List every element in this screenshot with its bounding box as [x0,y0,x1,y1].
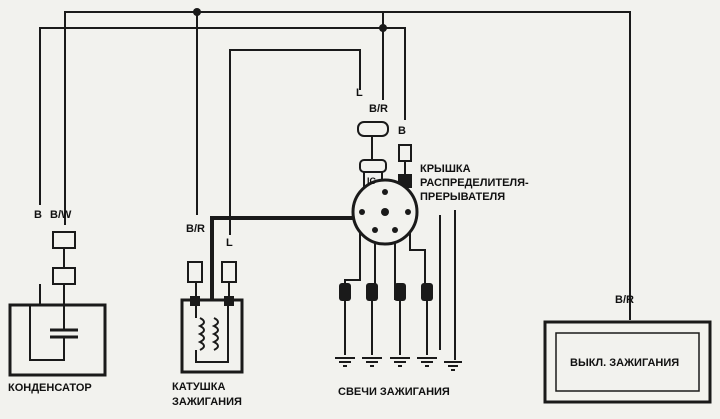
coil-box [180,298,244,374]
switch-label: ВЫКЛ. ЗАЖИГАНИЯ [570,357,679,369]
cap-terminal [359,209,365,215]
coil-label-line2: ЗАЖИГАНИЯ [172,396,242,408]
ground-symbol [417,357,437,367]
coil-terminal [190,296,200,306]
wire-ignition-feed [64,11,631,320]
coil-terminal [224,296,234,306]
condenser-connector-top [52,231,76,249]
coil-connector-l [221,261,237,283]
wire-label-dist-br: B/R [369,103,388,115]
cap-terminal [405,209,411,215]
condenser-connector-bottom [52,267,76,285]
condenser-return [29,305,65,361]
cap-terminal [372,227,378,233]
wire-label-dist-b: B [398,125,406,137]
plug-electrodes [344,301,428,315]
ground-symbol [335,357,355,367]
wire-harness [39,11,631,360]
wire-label-coil-l: L [226,237,233,249]
spark-plug-1 [339,283,351,301]
distributor: IC L B/R B КРЫШКА РАСПРЕДЕЛИТЕЛЯ- ПРЕРЫВ… [351,87,529,246]
cap-label-line3: ПРЕРЫВАТЕЛЯ [420,191,505,203]
ignition-switch: B/R ВЫКЛ. ЗАЖИГАНИЯ [543,294,712,404]
coil-leads [195,282,230,300]
spark-plug-4 [421,283,433,301]
condenser-label: КОНДЕНСАТОР [8,382,92,394]
dist-ic-connector [359,159,387,173]
coil-internal [195,306,229,363]
ignition-coil: B/R L КАТУШКА ЗАЖИГАНИЯ [172,223,244,408]
dist-connector-upper [357,121,389,137]
ground-symbol [390,357,410,367]
coil-connector-br [187,261,203,283]
condenser-box [8,303,107,377]
rotor-center [381,208,389,216]
cap-terminal [382,189,388,195]
wire-label-coil-br: B/R [186,223,205,235]
wire-condenser-dist [39,27,406,205]
cap-label-line2: РАСПРЕДЕЛИТЕЛЯ- [420,177,529,189]
coil-winding-primary [197,317,205,351]
switch-box [543,320,712,404]
spark-plug-3 [394,283,406,301]
wire-label-cond-b: B [34,209,42,221]
ground-symbol [444,361,462,371]
wire-label-dist-l: L [356,87,363,99]
wire-label-switch-br: B/R [615,294,634,306]
ground-symbol [362,357,382,367]
junction-dot [379,24,387,32]
condenser: B B/W КОНДЕНСАТОР [8,209,107,394]
coil-winding-secondary [211,317,219,351]
spark-plugs: СВЕЧИ ЗАЖИГАНИЯ [335,283,462,398]
wire-coil-l [229,49,361,235]
wire-label-cond-bw: B/W [50,209,72,221]
spark-plug-2 [366,283,378,301]
plugs-label: СВЕЧИ ЗАЖИГАНИЯ [338,386,450,398]
cap-terminal [392,227,398,233]
switch-inner-box [555,332,700,392]
cap-label-line1: КРЫШКА [420,163,471,175]
dist-connector-b [398,144,412,162]
coil-label-line1: КАТУШКА [172,381,225,393]
ic-label: IC [367,176,377,186]
junction-dot [193,8,201,16]
